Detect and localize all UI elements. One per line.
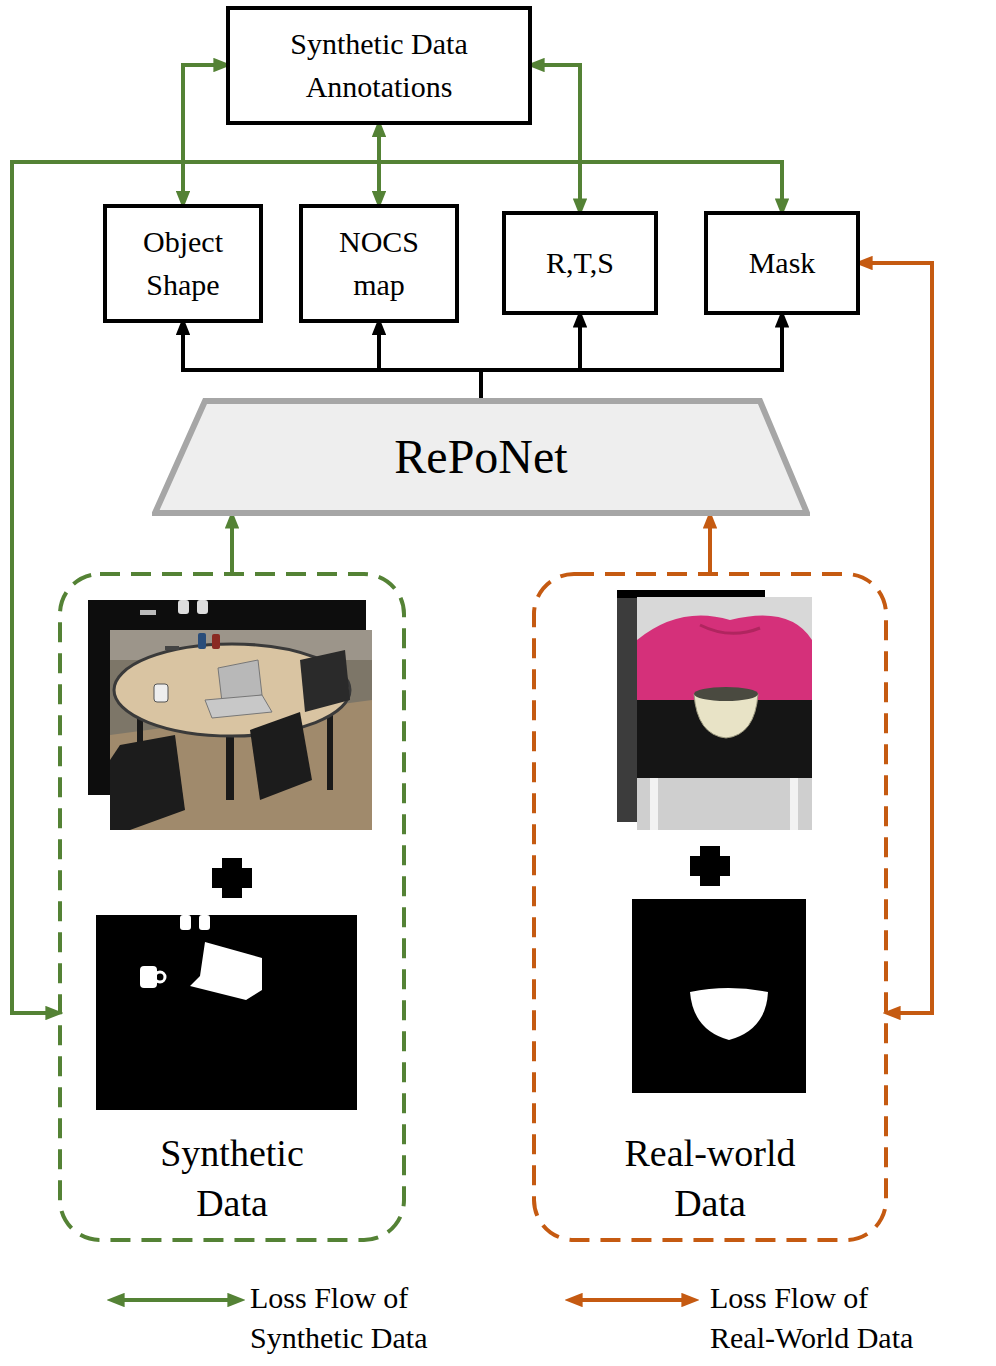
flow-arrow bbox=[481, 315, 580, 398]
legend-arrow bbox=[570, 1298, 694, 1302]
plus-bar bbox=[212, 868, 252, 888]
image-strip bbox=[617, 590, 765, 598]
synthetic-rgb-image bbox=[110, 630, 372, 830]
dashed-border bbox=[60, 574, 404, 1240]
flow-arrow bbox=[183, 323, 481, 399]
image-mug bbox=[154, 684, 168, 702]
dashed-border bbox=[534, 574, 886, 1240]
synthetic-mask-image bbox=[96, 915, 357, 1110]
legend-entry: Loss Flow of Real-World Data bbox=[710, 1278, 928, 1358]
flow-arrow bbox=[860, 263, 932, 1013]
flow-arrow bbox=[481, 315, 782, 398]
flow-arrow bbox=[230, 516, 234, 572]
image-bowl bbox=[694, 687, 758, 701]
node-label: Mask bbox=[749, 241, 816, 285]
trapezoid-shape bbox=[155, 401, 807, 513]
image-leg bbox=[650, 778, 658, 830]
image-object bbox=[178, 600, 189, 614]
real-rgb-image bbox=[637, 597, 812, 830]
image-table bbox=[114, 644, 350, 736]
image-floor bbox=[637, 778, 812, 830]
flow-arrow bbox=[708, 516, 712, 572]
process-box: Mask bbox=[704, 211, 860, 315]
image-ground bbox=[637, 597, 812, 830]
legend-label: Loss Flow of Real-World Data bbox=[710, 1278, 928, 1358]
mask-mug bbox=[155, 972, 165, 982]
image-leg bbox=[226, 730, 234, 800]
node-label: Object Shape bbox=[119, 220, 247, 307]
image-leg bbox=[790, 778, 798, 830]
node-label: Synthetic Data Annotations bbox=[242, 22, 516, 109]
image-bottle bbox=[198, 633, 206, 649]
process-box: Object Shape bbox=[103, 204, 263, 323]
mask-laptop bbox=[190, 942, 262, 1000]
group-label: Synthetic Data bbox=[132, 1129, 332, 1228]
flow-arrow bbox=[183, 65, 226, 204]
image-bottle bbox=[212, 634, 220, 649]
node-label: NOCS map bbox=[315, 220, 443, 307]
flow-arrow bbox=[379, 323, 481, 399]
plus-sign bbox=[212, 858, 252, 898]
image-chair bbox=[110, 735, 185, 830]
process-box: Synthetic Data Annotations bbox=[226, 6, 532, 125]
node-label: RePoNet bbox=[394, 426, 567, 488]
image-ground bbox=[632, 899, 806, 1093]
group-label: Real-world Data bbox=[610, 1129, 810, 1228]
image-pillow bbox=[700, 625, 760, 633]
image-object bbox=[165, 646, 179, 650]
image-object bbox=[140, 610, 156, 615]
real-mask-image bbox=[632, 899, 806, 1093]
legend-entry: Loss Flow of Synthetic Data bbox=[250, 1278, 468, 1358]
process-box: R,T,S bbox=[502, 211, 658, 315]
plus-sign bbox=[690, 846, 730, 886]
flow-arrow bbox=[12, 162, 782, 1013]
plus-bar bbox=[690, 856, 730, 876]
data-group: Synthetic Data bbox=[58, 572, 406, 1242]
mask-object bbox=[199, 915, 210, 930]
image-ground bbox=[110, 630, 372, 830]
legend-arrow bbox=[112, 1298, 240, 1302]
mask-bowl bbox=[690, 988, 768, 1040]
image-object bbox=[197, 600, 208, 614]
image-chair bbox=[300, 650, 350, 712]
image-ground bbox=[96, 915, 357, 1110]
image-chair bbox=[250, 712, 312, 800]
image-pillow bbox=[637, 616, 812, 701]
legend-label: Loss Flow of Synthetic Data bbox=[250, 1278, 468, 1358]
node-label: R,T,S bbox=[546, 241, 614, 285]
image-laptop bbox=[205, 695, 272, 718]
data-group: Real-world Data bbox=[532, 572, 888, 1242]
mask-object bbox=[180, 915, 191, 930]
network-trapezoid: RePoNet bbox=[152, 398, 810, 516]
flow-arrow bbox=[532, 65, 580, 211]
process-box: NOCS map bbox=[299, 204, 459, 323]
